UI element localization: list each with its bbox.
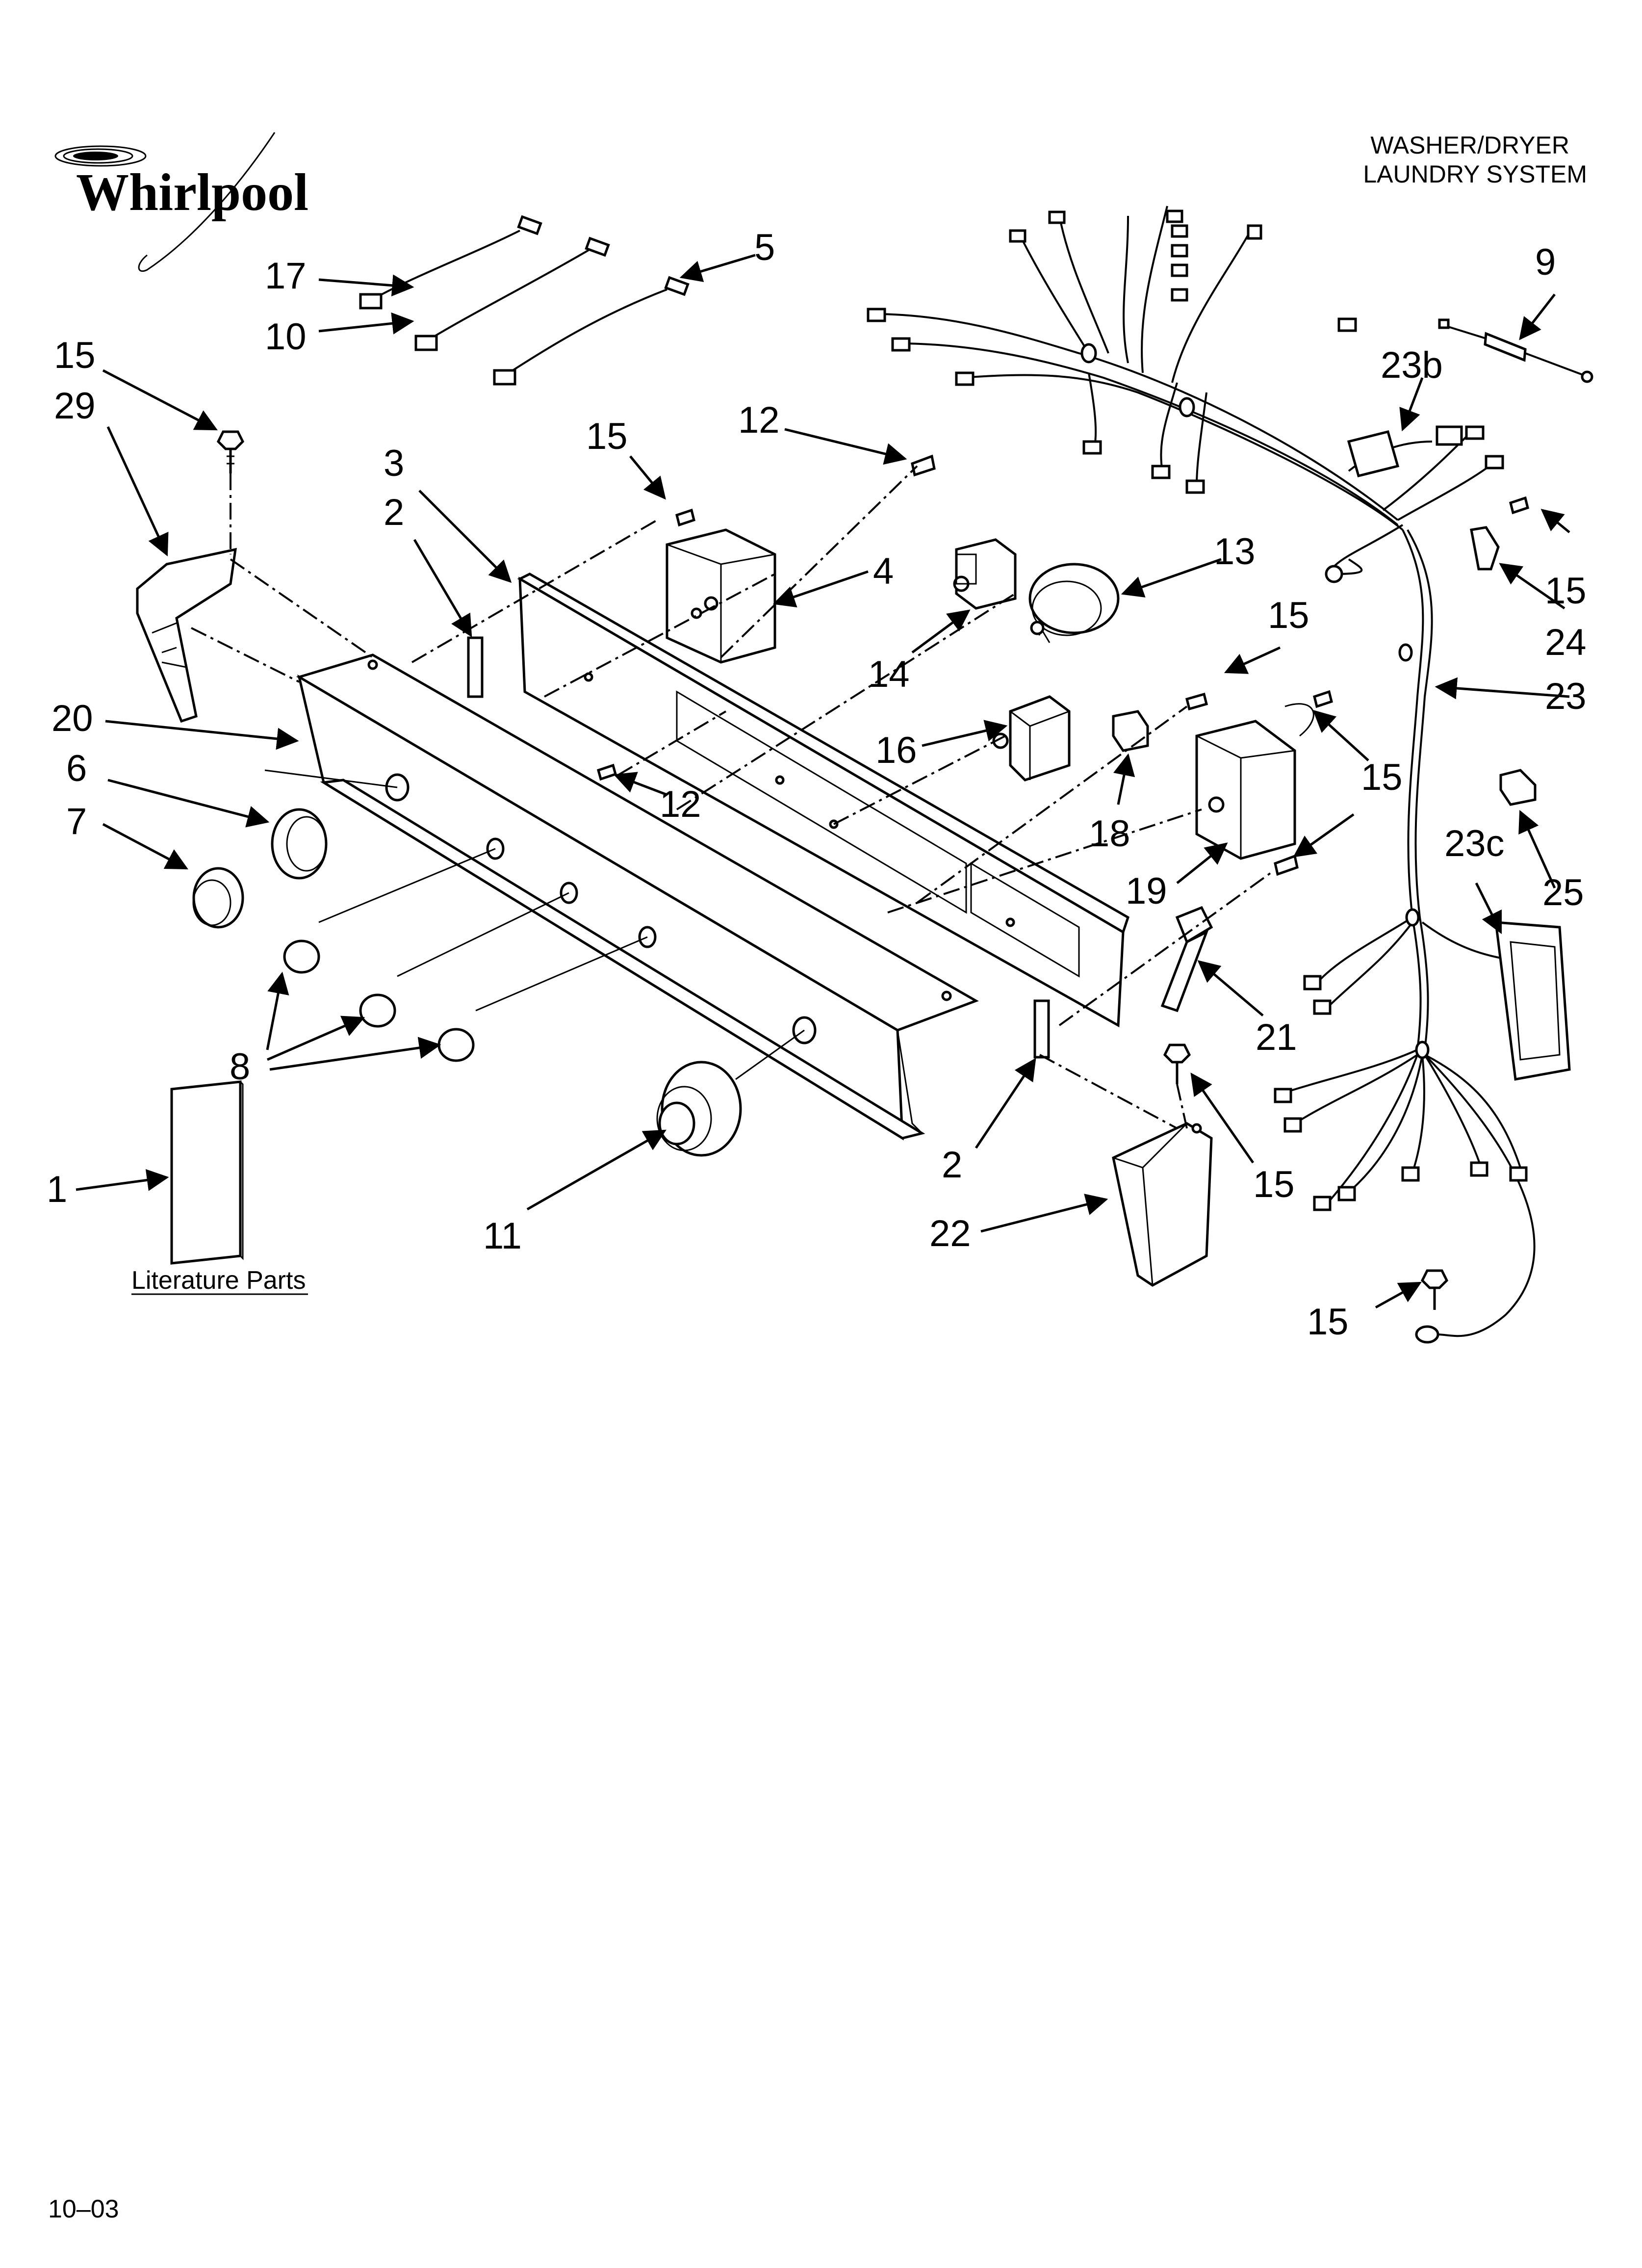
callout-15-b: 15 [586,416,628,457]
callout-1: 1 [47,1169,67,1210]
callout-3: 3 [384,443,404,484]
callout-4: 4 [873,550,894,592]
callout-16: 16 [875,730,917,771]
callout-10: 10 [265,316,307,358]
screw-top-left [216,430,245,473]
callout-19: 19 [1126,870,1167,912]
rear-panel [517,573,1130,1028]
header-title: WASHER/DRYER [1370,131,1569,159]
callout-24: 24 [1545,622,1587,663]
clip-24 [1470,526,1500,571]
callout-15-d: 15 [1545,570,1587,612]
whirlpool-logo: Whirlpool [54,132,308,272]
callout-11: 11 [483,1215,522,1257]
connector-18 [1112,710,1149,752]
console-panel [296,653,979,1141]
callout-13: 13 [1214,531,1256,573]
literature-caption: Literature Parts [131,1266,306,1295]
footer-date-code: 10–03 [48,2195,119,2223]
callout-14: 14 [868,653,910,695]
callout-6: 6 [66,748,87,789]
knobs [192,808,742,1157]
main-harness [867,206,1571,1344]
callout-15-c: 15 [1268,595,1309,636]
callout-15-f: 15 [1253,1164,1295,1205]
callout-9: 9 [1535,241,1556,283]
callout-25: 25 [1542,872,1584,913]
spacer-left [467,636,484,698]
callout-23b: 23b [1381,344,1443,386]
callout-2-left: 2 [384,492,404,533]
spacer-right [1033,999,1050,1059]
callout-18: 18 [1089,813,1130,855]
clip-25 [1499,769,1537,806]
callout-12-top: 12 [738,399,780,441]
selector-motor [1028,563,1120,643]
callout-8: 8 [230,1046,250,1088]
fuse-wire [1438,318,1593,383]
bracket-21 [1160,906,1213,1013]
timer [1195,703,1314,860]
callout-7: 7 [66,801,87,842]
logo-wordmark: Whirlpool [76,163,308,222]
screws [596,454,1529,1310]
callout-22: 22 [929,1213,971,1254]
callout-20: 20 [51,698,93,739]
callout-5: 5 [754,227,775,268]
side-bracket [136,547,237,723]
callout-15-g: 15 [1307,1301,1349,1343]
small-harnesses [359,215,690,386]
callout-15-top: 15 [54,335,96,376]
callout-23c: 23c [1444,823,1505,864]
leader-arrows [76,254,1570,1309]
cover-22 [1112,1122,1213,1287]
rotary-switch [953,538,1017,610]
callout-17: 17 [265,255,307,297]
callout-12-mid: 12 [660,783,701,825]
callout-2-right: 2 [942,1144,962,1186]
callout-21: 21 [1256,1017,1297,1058]
callout-23: 23 [1545,676,1587,717]
literature-booklet: Literature Parts [131,1080,308,1295]
header-subtitle: LAUNDRY SYSTEM [1363,160,1587,188]
control-board [666,528,776,664]
pressure-switch [992,695,1071,782]
callout-15-e: 15 [1361,756,1403,798]
callout-labels: 17 10 5 9 15 29 15 12 3 2 4 13 14 23b 15… [47,227,1587,1343]
callout-29: 29 [54,385,96,427]
